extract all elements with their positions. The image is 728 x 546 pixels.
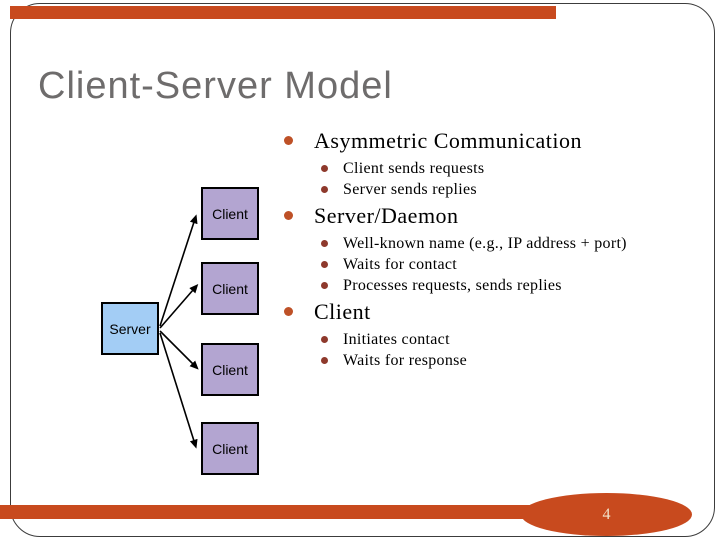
bullet-item-level1: Server/Daemon	[278, 203, 728, 229]
server-label: Server	[109, 320, 151, 337]
bullet-item-level2: Waits for response	[278, 350, 728, 371]
bullet-dot-icon	[321, 186, 328, 193]
bullet-item-level1: Client	[278, 299, 728, 325]
bullet-dot-icon	[284, 307, 293, 316]
bullet-text: Client sends requests	[343, 160, 485, 177]
bullet-text: Asymmetric Communication	[314, 128, 583, 153]
client-label: Client	[212, 361, 248, 378]
slide-title: Client-Server Model	[38, 65, 393, 107]
bullet-text: Waits for contact	[343, 256, 457, 273]
bullet-dot-icon	[321, 240, 328, 247]
bullet-dot-icon	[321, 282, 328, 289]
bullet-item-level2: Waits for contact	[278, 254, 728, 275]
client-node-1: Client	[201, 187, 259, 240]
bullet-item-level2: Well-known name (e.g., IP address + port…	[278, 233, 728, 254]
bullet-text: Well-known name (e.g., IP address + port…	[343, 235, 627, 252]
bullet-dot-icon	[284, 211, 293, 220]
client-node-3: Client	[201, 343, 259, 396]
bullet-dot-icon	[321, 357, 328, 364]
client-node-2: Client	[201, 262, 259, 315]
bullet-dot-icon	[321, 261, 328, 268]
client-label: Client	[212, 205, 248, 222]
bullet-text: Client	[314, 299, 371, 324]
bullet-dot-icon	[321, 336, 328, 343]
bullet-dot-icon	[321, 165, 328, 172]
bullet-text: Server sends replies	[343, 181, 477, 198]
bullet-text: Processes requests, sends replies	[343, 277, 562, 294]
client-label: Client	[212, 280, 248, 297]
client-label: Client	[212, 440, 248, 457]
server-node: Server	[101, 302, 159, 355]
bottom-accent-bar	[0, 505, 550, 519]
page-number-ellipse: 4	[521, 493, 692, 536]
top-accent-bar	[10, 6, 556, 19]
slide-frame-border	[10, 3, 715, 537]
bullet-item-level2: Processes requests, sends replies	[278, 275, 728, 296]
bullet-text: Initiates contact	[343, 331, 450, 348]
bullet-dot-icon	[284, 136, 293, 145]
bullet-text: Waits for response	[343, 352, 468, 369]
page-number: 4	[602, 505, 611, 523]
bullet-item-level2: Initiates contact	[278, 329, 728, 350]
bullet-item-level2: Server sends replies	[278, 179, 728, 200]
bullet-item-level1: Asymmetric Communication	[278, 128, 728, 154]
client-node-4: Client	[201, 422, 259, 475]
bullet-item-level2: Client sends requests	[278, 158, 728, 179]
bullet-text: Server/Daemon	[314, 203, 459, 228]
